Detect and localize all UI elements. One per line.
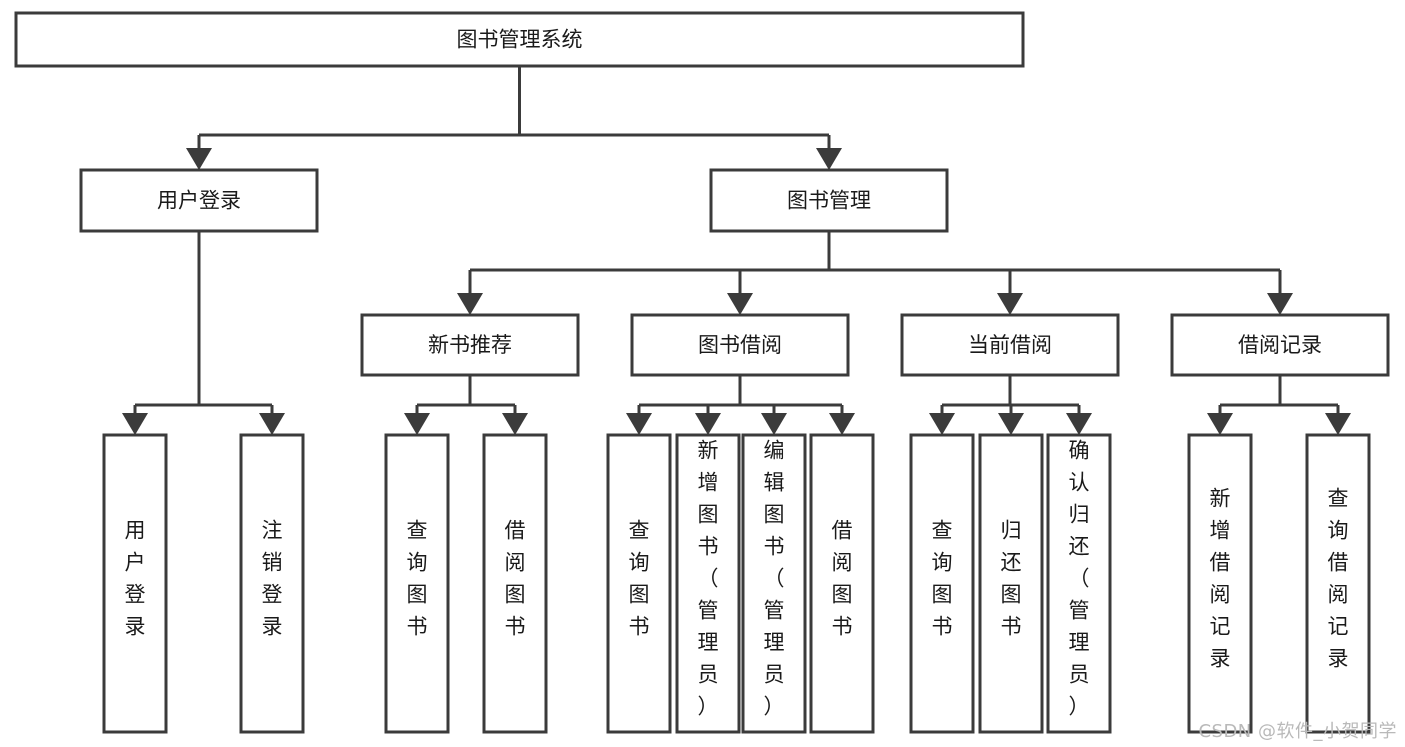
node-label: 图书管理 (787, 189, 871, 213)
arrow-head-icon (829, 413, 855, 435)
node-leaf-user-login[interactable] (102, 433, 168, 734)
node-label: 归还图书 (1001, 519, 1022, 639)
node-box (1187, 433, 1253, 734)
node-leaf-add-book[interactable] (675, 433, 741, 734)
node-leaf-query-book-3[interactable] (909, 433, 975, 734)
node-leaf-return-book[interactable] (978, 433, 1044, 734)
node-label: 查询图书 (407, 519, 428, 639)
node-leaf-confirm-return[interactable] (1046, 433, 1112, 734)
node-box (978, 433, 1044, 734)
connector-group-root (186, 66, 842, 170)
node-label: 编辑图书（管理员） (764, 439, 785, 719)
node-box (79, 168, 319, 233)
node-leaf-borrow-book-2[interactable] (809, 433, 875, 734)
node-box (1305, 433, 1371, 734)
node-box (909, 433, 975, 734)
node-new-book-rec[interactable] (360, 313, 580, 377)
node-leaf-edit-book[interactable] (741, 433, 807, 734)
node-box (709, 168, 949, 233)
connector-group-borrow-record (1207, 375, 1351, 435)
arrow-head-icon (727, 293, 753, 315)
arrow-head-icon (404, 413, 430, 435)
node-box (384, 433, 450, 734)
node-box (900, 313, 1120, 377)
node-root[interactable] (14, 11, 1025, 68)
node-box (606, 433, 672, 734)
node-leaf-query-record[interactable] (1305, 433, 1371, 734)
arrow-head-icon (1066, 413, 1092, 435)
arrow-head-icon (186, 148, 212, 170)
node-borrow-record[interactable] (1170, 313, 1390, 377)
node-box (239, 433, 305, 734)
arrow-head-icon (457, 293, 483, 315)
node-label: 图书管理系统 (457, 28, 583, 52)
node-leaf-query-book-1[interactable] (384, 433, 450, 734)
node-label: 确认归还（管理员） (1069, 439, 1090, 719)
node-label: 查询借阅记录 (1328, 487, 1349, 671)
nodes-layer: 图书管理系统用户登录图书管理新书推荐图书借阅当前借阅借阅记录用户登录注销登录查询… (14, 11, 1390, 734)
csdn-watermark: CSDN @软件_小贺同学 (1198, 721, 1397, 742)
node-box (360, 313, 580, 377)
node-box (1046, 433, 1112, 734)
node-leaf-query-book-2[interactable] (606, 433, 672, 734)
connector-group-user-login (122, 231, 285, 435)
node-box (630, 313, 850, 377)
connector-group-current-borrow (929, 375, 1092, 435)
arrow-head-icon (816, 148, 842, 170)
node-label: 用户登录 (157, 189, 241, 213)
node-label: 当前借阅 (968, 333, 1052, 357)
connector-group-book-borrow (626, 375, 855, 435)
node-label: 新增图书（管理员） (698, 439, 719, 719)
arrow-head-icon (626, 413, 652, 435)
node-book-borrow[interactable] (630, 313, 850, 377)
node-label: 借阅图书 (832, 519, 853, 639)
node-box (482, 433, 548, 734)
node-label: 查询图书 (932, 519, 953, 639)
node-box (14, 11, 1025, 68)
arrow-head-icon (259, 413, 285, 435)
node-label: 借阅记录 (1238, 333, 1322, 357)
arrow-head-icon (122, 413, 148, 435)
node-leaf-borrow-book-1[interactable] (482, 433, 548, 734)
arrow-head-icon (997, 293, 1023, 315)
node-label: 借阅图书 (505, 519, 526, 639)
node-box (809, 433, 875, 734)
arrow-head-icon (998, 413, 1024, 435)
node-current-borrow[interactable] (900, 313, 1120, 377)
node-box (741, 433, 807, 734)
connector-group-new-book-rec (404, 375, 528, 435)
arrow-head-icon (1267, 293, 1293, 315)
node-user-login[interactable] (79, 168, 319, 233)
node-label: 新书推荐 (428, 333, 512, 357)
node-box (1170, 313, 1390, 377)
node-label: 图书借阅 (698, 333, 782, 357)
arrow-head-icon (695, 413, 721, 435)
node-book-manage[interactable] (709, 168, 949, 233)
connectors-layer (122, 66, 1351, 435)
node-label: 用户登录 (125, 519, 146, 639)
node-box (675, 433, 741, 734)
node-leaf-logout[interactable] (239, 433, 305, 734)
node-label: 新增借阅记录 (1210, 487, 1231, 671)
arrow-head-icon (761, 413, 787, 435)
node-leaf-add-record[interactable] (1187, 433, 1253, 734)
node-box (102, 433, 168, 734)
node-label: 查询图书 (629, 519, 650, 639)
arrow-head-icon (1207, 413, 1233, 435)
arrow-head-icon (929, 413, 955, 435)
arrow-head-icon (502, 413, 528, 435)
node-label: 注销登录 (262, 519, 283, 639)
connector-group-book-manage (457, 231, 1293, 315)
arrow-head-icon (1325, 413, 1351, 435)
